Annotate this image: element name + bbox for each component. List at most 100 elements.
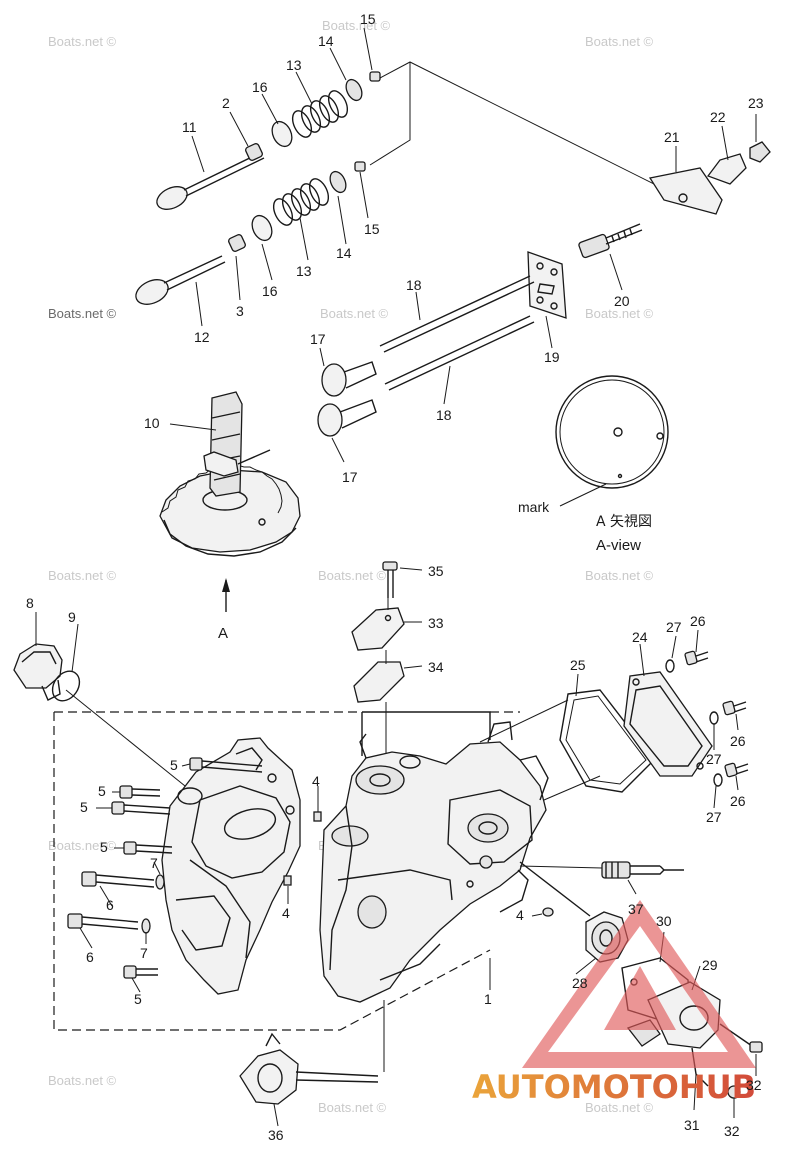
rocker-cover-24 xyxy=(623,671,713,777)
brand-logo-text: AUTOMOTOHUB xyxy=(472,1068,756,1106)
part-label-5: 5 xyxy=(100,839,108,855)
plate-hole xyxy=(678,193,688,203)
part-label-18: 18 xyxy=(436,407,452,423)
bolt-26c xyxy=(724,762,749,778)
part-label-27: 27 xyxy=(706,809,722,825)
watermark-text: Boats.net © xyxy=(585,34,654,49)
part-label-16: 16 xyxy=(262,283,278,299)
part-label-17: 17 xyxy=(310,331,326,347)
part-label-36: 36 xyxy=(268,1127,284,1143)
washer-27b xyxy=(709,711,719,725)
part-label-5: 5 xyxy=(98,783,106,799)
part-label-30: 30 xyxy=(656,913,672,929)
part-label-2: 2 xyxy=(222,95,230,111)
camshaft-gear-10 xyxy=(159,391,301,557)
part-label-26: 26 xyxy=(730,733,746,749)
leader-lines xyxy=(35,27,757,1127)
oil-level-gauge-36 xyxy=(239,1000,385,1105)
part-label-25: 25 xyxy=(570,657,586,673)
part-label-5: 5 xyxy=(134,991,142,1007)
brand-watermark xyxy=(522,900,756,1068)
rocker-arm-22 xyxy=(706,153,747,185)
valve-cotter-3 xyxy=(228,234,246,252)
part-label-15: 15 xyxy=(364,221,380,237)
part-label-26: 26 xyxy=(730,793,746,809)
part-label-19: 19 xyxy=(544,349,560,365)
part-label-12: 12 xyxy=(194,329,210,345)
bolt-5b xyxy=(119,785,161,799)
intake-valve xyxy=(156,151,265,210)
part-label-33: 33 xyxy=(428,615,444,631)
part-label-31: 31 xyxy=(684,1117,700,1133)
valve-cap-15a xyxy=(369,71,381,82)
part-label-13: 13 xyxy=(296,263,312,279)
a-view-title-en: A-view xyxy=(596,537,641,554)
bolt-6a xyxy=(81,871,155,888)
nut-23 xyxy=(749,141,771,163)
tappet-17b xyxy=(317,399,377,437)
bolt-5e xyxy=(123,965,158,979)
spark-plug-37 xyxy=(601,861,684,879)
part-label-23: 23 xyxy=(748,95,764,111)
push-rod-18a xyxy=(379,275,535,353)
part-label-9: 9 xyxy=(68,609,76,625)
washer-27a xyxy=(665,659,675,673)
spring-retainer-14b xyxy=(329,170,347,194)
oil-filler-cap-8 xyxy=(13,643,63,701)
part-label-35: 35 xyxy=(428,563,444,579)
part-label-34: 34 xyxy=(428,659,444,675)
spring-washer-16b xyxy=(251,214,273,242)
watermark-text: Boats.net © xyxy=(318,1100,387,1115)
part-label-14: 14 xyxy=(318,33,334,49)
bolt-26b xyxy=(722,700,747,716)
watermark-text: Boats.net © xyxy=(585,568,654,583)
watermark-text: Boats.net © xyxy=(585,306,654,321)
assembly-frame xyxy=(53,711,520,1031)
washer-27c xyxy=(713,773,723,787)
watermark-text: Boats.net © xyxy=(318,568,387,583)
part-label-1: 1 xyxy=(484,991,492,1007)
part-label-6: 6 xyxy=(106,897,114,913)
part-label-6: 6 xyxy=(86,949,94,965)
part-number-labels: 15 14 13 16 2 11 15 14 13 16 3 12 18 18 … xyxy=(26,11,764,1143)
part-label-27: 27 xyxy=(666,619,682,635)
rocker-plate-21 xyxy=(648,167,723,215)
part-label-5: 5 xyxy=(170,757,178,773)
adjust-screw-20 xyxy=(578,223,643,259)
o-ring-9 xyxy=(51,670,81,702)
watermark-text: Boats.net © xyxy=(48,838,117,853)
push-rod-18b xyxy=(384,315,535,391)
cover-33 xyxy=(351,607,405,651)
valve-spring-13a xyxy=(291,90,349,138)
watermark-text: Boats.net © xyxy=(48,568,117,583)
watermark-text: Boats.net © xyxy=(322,18,391,33)
guide-line xyxy=(379,61,683,199)
part-label-16: 16 xyxy=(252,79,268,95)
a-view-gear-face xyxy=(555,375,669,507)
valve-cotter-2 xyxy=(245,143,263,161)
watermark-text: Boats.net © xyxy=(585,1100,654,1115)
part-label-22: 22 xyxy=(710,109,726,125)
spring-retainer-14a xyxy=(345,78,363,102)
part-label-18: 18 xyxy=(406,277,422,293)
view-arrow-a xyxy=(222,578,230,612)
part-label-4: 4 xyxy=(282,905,290,921)
bolt-26a xyxy=(684,650,709,666)
watermark-text: Boats.net © xyxy=(48,34,117,49)
cylinder-block-1 xyxy=(319,711,549,1003)
part-label-7: 7 xyxy=(150,855,158,871)
part-label-4: 4 xyxy=(516,907,524,923)
guide-line xyxy=(479,699,569,743)
dowel-pin-4a xyxy=(313,811,322,822)
guide-line xyxy=(369,62,411,166)
watermark-text: Boats.net © xyxy=(48,306,117,321)
part-label-4: 4 xyxy=(312,773,320,789)
part-label-7: 7 xyxy=(140,945,148,961)
dowel-pin-4b xyxy=(283,875,292,886)
part-label-32: 32 xyxy=(724,1123,740,1139)
washer-7a xyxy=(155,874,165,890)
tappet-17a xyxy=(321,361,377,397)
part-label-24: 24 xyxy=(632,629,648,645)
